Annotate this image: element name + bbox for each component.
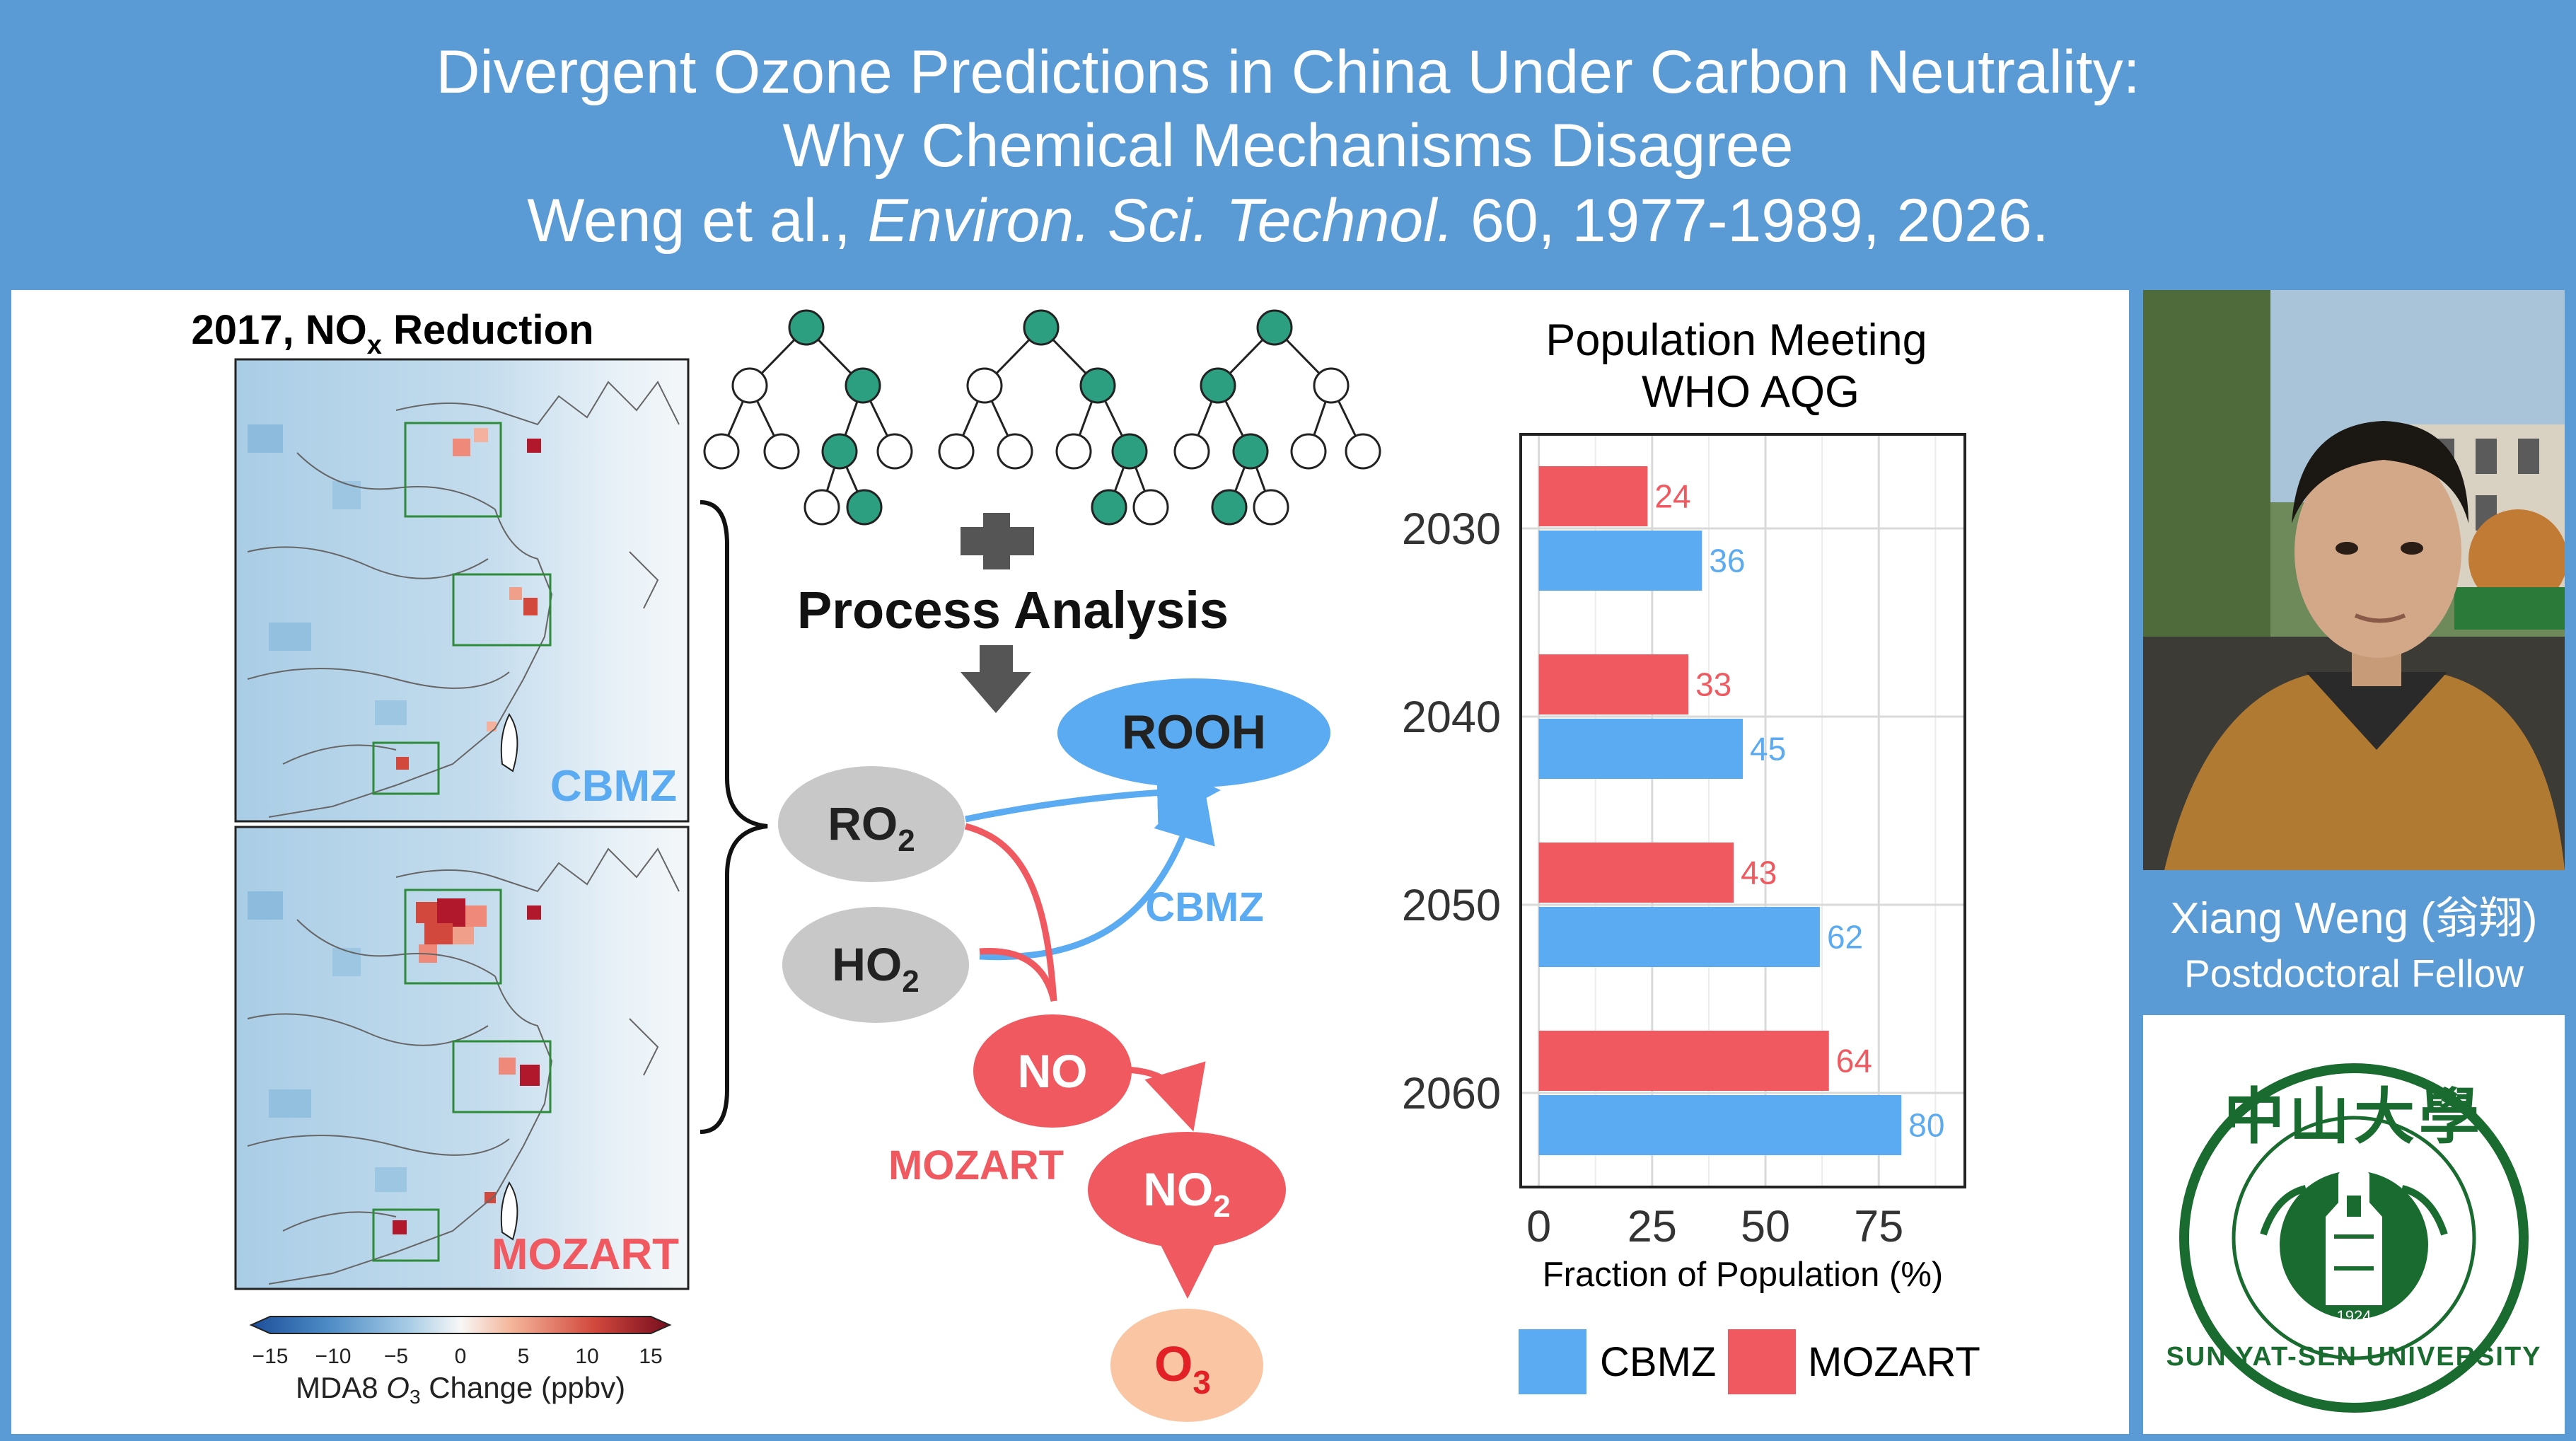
legend-label-mozart: MOZART (1808, 1339, 1980, 1385)
tree-icon (703, 309, 913, 526)
colorbar-tick: −5 (384, 1345, 408, 1368)
main-panel: 2017, NOx Reduction CBMZ (11, 290, 2129, 1434)
colorbar-tick: 15 (639, 1345, 662, 1368)
university-logo: 中山大學 SUN YAT-SEN UNIVERSITY 1924 (2166, 1063, 2541, 1413)
species-nodes: ROOH RO2 HO2 NO NO2 O3 (778, 678, 1330, 1422)
rooh-label: ROOH (1122, 705, 1266, 759)
chart-title-line-1: Population Meeting (1545, 316, 1927, 365)
person-name: Xiang Weng (翁翔) (2170, 894, 2538, 943)
reaction-arrows (964, 760, 1221, 1299)
ho2-node (782, 907, 969, 1023)
citation-volume-pages: 60, 1977-1989, 2026. (1454, 187, 2049, 255)
colorbar-tick: −15 (253, 1345, 289, 1368)
plus-icon (961, 513, 1034, 569)
no-node (973, 1014, 1132, 1128)
bar-cbmz-2050 (1538, 907, 1820, 967)
author-panel: 中山大學 SUN YAT-SEN UNIVERSITY 1924 Xiang W… (2143, 290, 2565, 1434)
chart-x-axis-label: Fraction of Population (%) (1543, 1256, 1944, 1294)
legend-swatch-mozart (1728, 1329, 1796, 1394)
bar-value-label: 36 (1709, 543, 1745, 579)
no2-label: NO2 (1143, 1163, 1230, 1224)
chart-y-tick-label: 2050 (1402, 881, 1501, 930)
bar-cbmz-2060 (1538, 1095, 1902, 1155)
citation-line: Weng et al., Environ. Sci. Technol. 60, … (0, 185, 2576, 256)
legend-label-cbmz: CBMZ (1600, 1339, 1716, 1385)
abstract-figure: 2017, NOx Reduction CBMZ (191, 307, 1980, 1422)
logo-text-top: 中山大學 (2224, 1083, 2484, 1151)
colorbar-tick: 10 (575, 1345, 598, 1368)
colorbar-tick: 5 (518, 1345, 530, 1368)
bar-value-label: 45 (1750, 731, 1786, 768)
bar-mozart-2040 (1538, 654, 1689, 714)
colorbar: −15 −10 −5 0 5 10 15 MDA8 O3 Change (ppb… (249, 1316, 672, 1408)
colorbar-ticks: −15 −10 −5 0 5 10 15 (253, 1345, 663, 1368)
chart-y-tick-label: 2030 (1402, 504, 1501, 554)
mechanism-trees (703, 309, 1381, 526)
chart-x-tick-label: 75 (1854, 1202, 1903, 1251)
bar-value-label: 80 (1908, 1107, 1944, 1144)
logo-year: 1924 (2337, 1307, 2372, 1325)
arrow-down-icon (961, 645, 1031, 713)
title-line-1: Divergent Ozone Predictions in China Und… (436, 38, 2140, 106)
chart-x-tick-label: 50 (1741, 1202, 1790, 1251)
rooh-node (1057, 678, 1330, 787)
o3-label: O3 (1154, 1336, 1211, 1401)
chart-legend: CBMZ MOZART (1519, 1329, 1980, 1394)
author-photo (2143, 290, 2565, 870)
diagram-mozart-label: MOZART (888, 1142, 1064, 1188)
map-mozart: MOZART (234, 826, 690, 1290)
chart-y-tick-label: 2060 (1402, 1069, 1501, 1118)
chart-y-tick-labels: 2030 2040 2050 2060 (1402, 504, 1501, 1118)
legend-swatch-cbmz (1519, 1329, 1586, 1394)
map-label-mozart: MOZART (492, 1230, 679, 1279)
citation-authors: Weng et al., (527, 187, 868, 255)
chart-bars: 24 36 33 45 43 62 64 80 (1538, 466, 1944, 1155)
bar-cbmz-2030 (1538, 531, 1702, 591)
maps-title: 2017, NOx Reduction (191, 307, 593, 360)
no-label: NO (1018, 1045, 1088, 1097)
bar-value-label: 64 (1836, 1043, 1872, 1080)
logo-text-bottom: SUN YAT-SEN UNIVERSITY (2166, 1342, 2541, 1372)
bar-mozart-2060 (1538, 1031, 1829, 1091)
tree-icon (938, 309, 1169, 526)
diagram-cbmz-label: CBMZ (1145, 884, 1264, 930)
chart-title-line-2: WHO AQG (1642, 367, 1860, 417)
no2-node (1088, 1132, 1286, 1248)
bar-value-label: 33 (1695, 666, 1731, 703)
o3-node (1110, 1309, 1263, 1422)
chart-x-tick-label: 0 (1526, 1202, 1551, 1251)
ho2-label: HO2 (832, 938, 919, 999)
chart-x-tick-labels: 0 25 50 75 (1526, 1202, 1903, 1251)
bar-value-label: 24 (1654, 478, 1690, 515)
colorbar-tick: −10 (315, 1345, 352, 1368)
citation-journal: Environ. Sci. Technol. (867, 187, 1454, 255)
author-panel-graphics: 中山大學 SUN YAT-SEN UNIVERSITY 1924 (2143, 290, 2565, 1413)
bar-value-label: 62 (1827, 919, 1863, 956)
maps-section: 2017, NOx Reduction CBMZ (191, 307, 690, 1408)
bar-cbmz-2040 (1538, 719, 1743, 779)
title-line-2: Why Chemical Mechanisms Disagree (782, 112, 1794, 180)
colorbar-label: MDA8 O3 Change (ppbv) (296, 1371, 625, 1408)
map-cbmz: CBMZ (234, 358, 690, 823)
bar-value-label: 43 (1741, 855, 1777, 891)
bar-mozart-2050 (1538, 843, 1734, 903)
ro2-label: RO2 (828, 797, 915, 858)
bar-mozart-2030 (1538, 466, 1648, 526)
process-analysis-label: Process Analysis (797, 581, 1229, 640)
map-label-cbmz: CBMZ (550, 762, 677, 811)
grouping-brace (700, 500, 768, 1134)
chart-y-tick-label: 2040 (1402, 693, 1501, 742)
person-title: Postdoctoral Fellow (2184, 951, 2524, 995)
tree-icon (1173, 309, 1381, 526)
title-banner: Divergent Ozone Predictions in China Und… (0, 0, 2576, 282)
ro2-node (778, 766, 965, 882)
population-bar-chart: Population Meeting WHO AQG 24 36 33 45 43 62 6… (1402, 316, 1980, 1394)
chart-x-tick-label: 25 (1628, 1202, 1677, 1251)
name-plate (2143, 870, 2565, 1015)
colorbar-tick: 0 (455, 1345, 467, 1368)
